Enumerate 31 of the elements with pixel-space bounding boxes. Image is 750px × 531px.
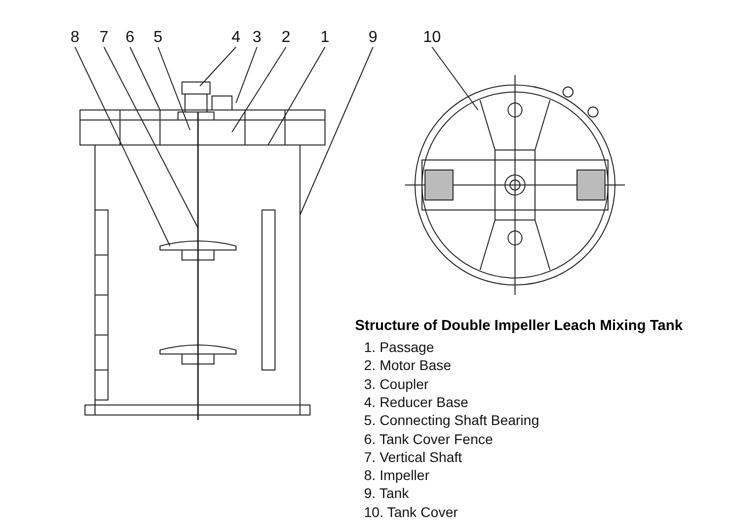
callout-number: 1	[320, 30, 330, 46]
part-list-item: 4. Reducer Base	[364, 394, 468, 410]
callout-number: 5	[153, 30, 163, 46]
callout-number: 10	[422, 30, 442, 46]
part-list-item: 6. Tank Cover Fence	[364, 430, 493, 446]
part-list-item: 7. Vertical Shaft	[364, 448, 462, 465]
part-list-item: 2. Motor Base	[364, 357, 452, 374]
diagram-title: Structure of Double Impeller Leach Mixing Tank	[355, 318, 683, 334]
part-list-item: 5. Connecting Shaft Bearing	[364, 412, 540, 428]
leader-line	[200, 46, 236, 86]
callout-number: 6	[125, 30, 135, 46]
part-list-item: 8. Impeller	[364, 467, 430, 484]
leader-line	[432, 46, 478, 110]
callout-number: 3	[252, 30, 262, 46]
leader-line	[300, 46, 374, 216]
leader-line	[268, 46, 326, 146]
part-list-item: 3. Coupler	[364, 376, 429, 392]
part-list-item: 9. Tank	[364, 485, 409, 502]
leader-line	[74, 46, 170, 246]
leader-line	[158, 46, 190, 130]
callout-number: 8	[70, 30, 80, 46]
leader-line	[236, 46, 258, 104]
leader-line	[130, 46, 160, 110]
callout-number: 2	[281, 30, 291, 46]
callout-number: 4	[231, 30, 241, 46]
part-list-item: 10. Tank Cover	[364, 504, 458, 520]
leader-line	[104, 46, 198, 228]
callout-number: 7	[99, 30, 109, 46]
part-list-item: 1. Passage	[364, 339, 434, 355]
leader-line	[232, 46, 286, 132]
callout-number: 9	[368, 30, 378, 46]
